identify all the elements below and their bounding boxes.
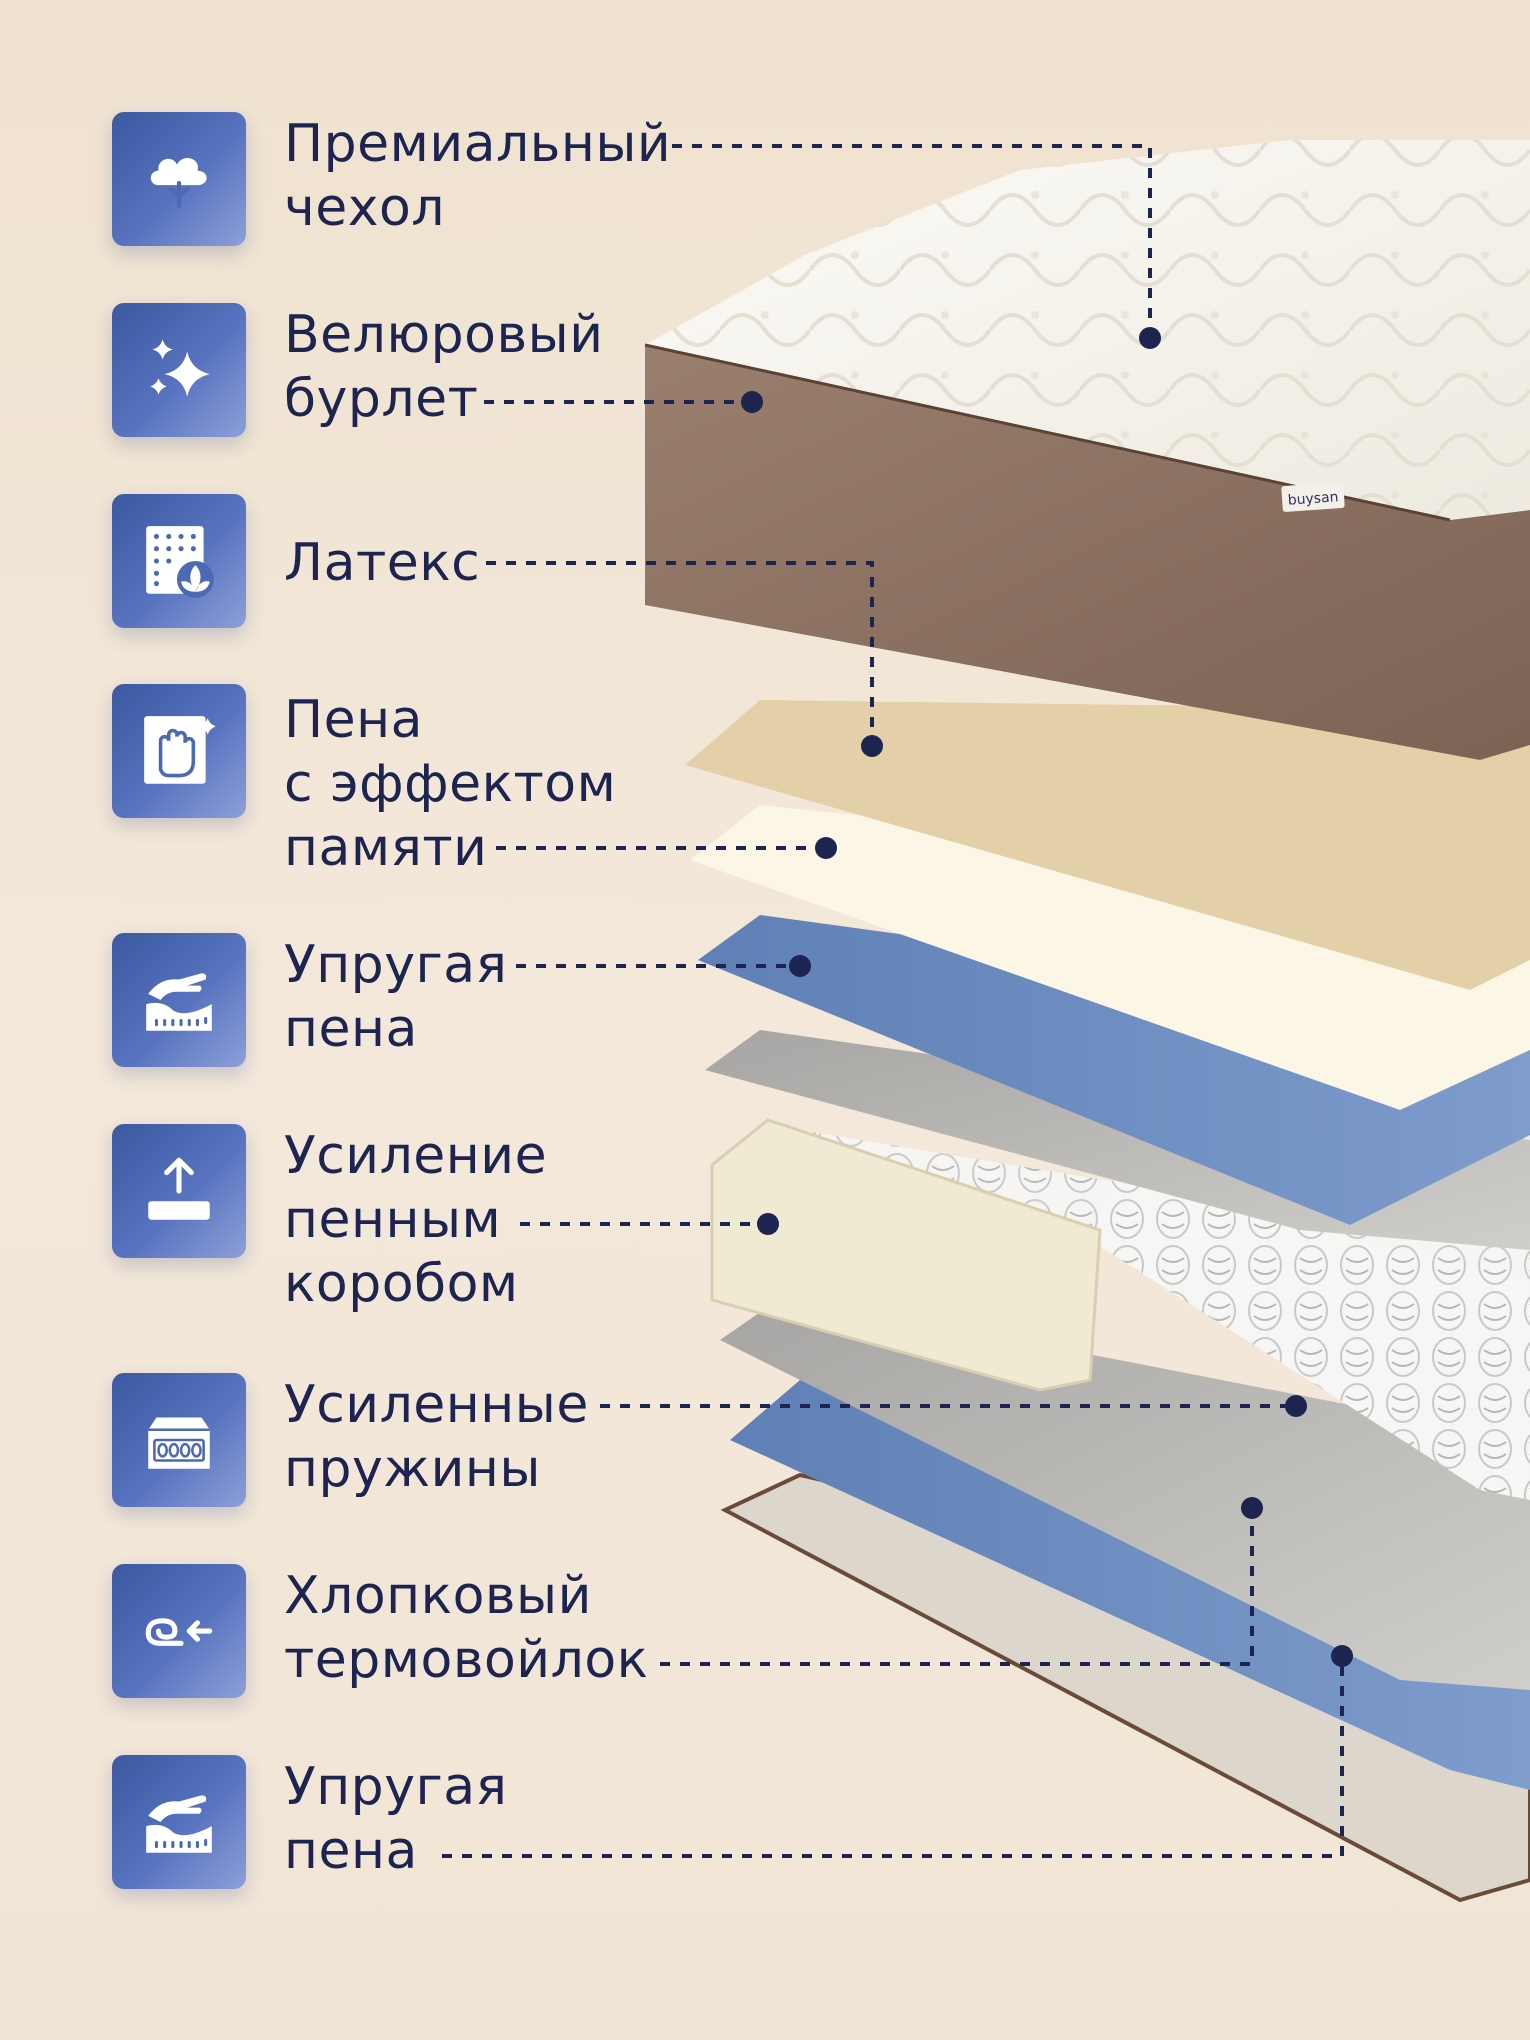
leader-dots (741, 327, 1353, 1667)
feature-label-velour-border: Велюровый бурлет (284, 305, 604, 429)
hand-foam-icon (146, 973, 212, 1031)
velour-border (645, 345, 1530, 760)
base-layer (720, 1472, 1530, 1903)
feature-label-memory-foam: Пена с эффектом памяти (284, 690, 617, 878)
feature-label-cotton-felt: Хлопковый термовойлок (284, 1566, 649, 1690)
feature-label-latex: Латекс (284, 533, 481, 593)
feature-label-elastic-foam: Упругая пена (284, 935, 508, 1059)
hand-foam-icon (146, 1795, 212, 1853)
upload-arrow-icon (148, 1157, 210, 1220)
brand-tag (1281, 482, 1345, 512)
feature-label-reinforced-springs: Усиленные пружины (284, 1375, 589, 1499)
foam-box-edge (710, 1118, 1102, 1392)
sparkles-icon (150, 339, 210, 397)
leader-lines (442, 144, 1344, 1858)
latex-layer (685, 700, 1530, 990)
spring-block-icon (148, 1417, 210, 1469)
latex-sheet-leaf-icon (146, 526, 214, 598)
felt-roll-arrow-icon (145, 1618, 213, 1646)
feature-icon-box-1 (112, 112, 246, 246)
feature-icon-box-8 (112, 1564, 246, 1698)
lower-elastic-foam-layer (730, 1380, 1530, 1790)
cotton-flower-icon (150, 157, 207, 208)
cotton-felt-layer (720, 1295, 1530, 1690)
feature-icon-box-5 (112, 933, 246, 1067)
brand-tag-text: buysan (1287, 489, 1339, 509)
feature-icon-box-9 (112, 1755, 246, 1889)
feature-label-elastic-foam-bottom: Упругая пена (284, 1757, 508, 1881)
hand-press-icon (144, 716, 216, 784)
feature-icon-box-4 (112, 684, 246, 818)
feature-icon-box-2 (112, 303, 246, 437)
feature-icon-box-6 (112, 1124, 246, 1258)
feature-label-premium-cover: Премиальный чехол (284, 114, 672, 238)
feature-icon-box-7 (112, 1373, 246, 1507)
feature-label-foam-box: Усиление пенным коробом (284, 1126, 548, 1314)
feature-icon-box-3 (112, 494, 246, 628)
